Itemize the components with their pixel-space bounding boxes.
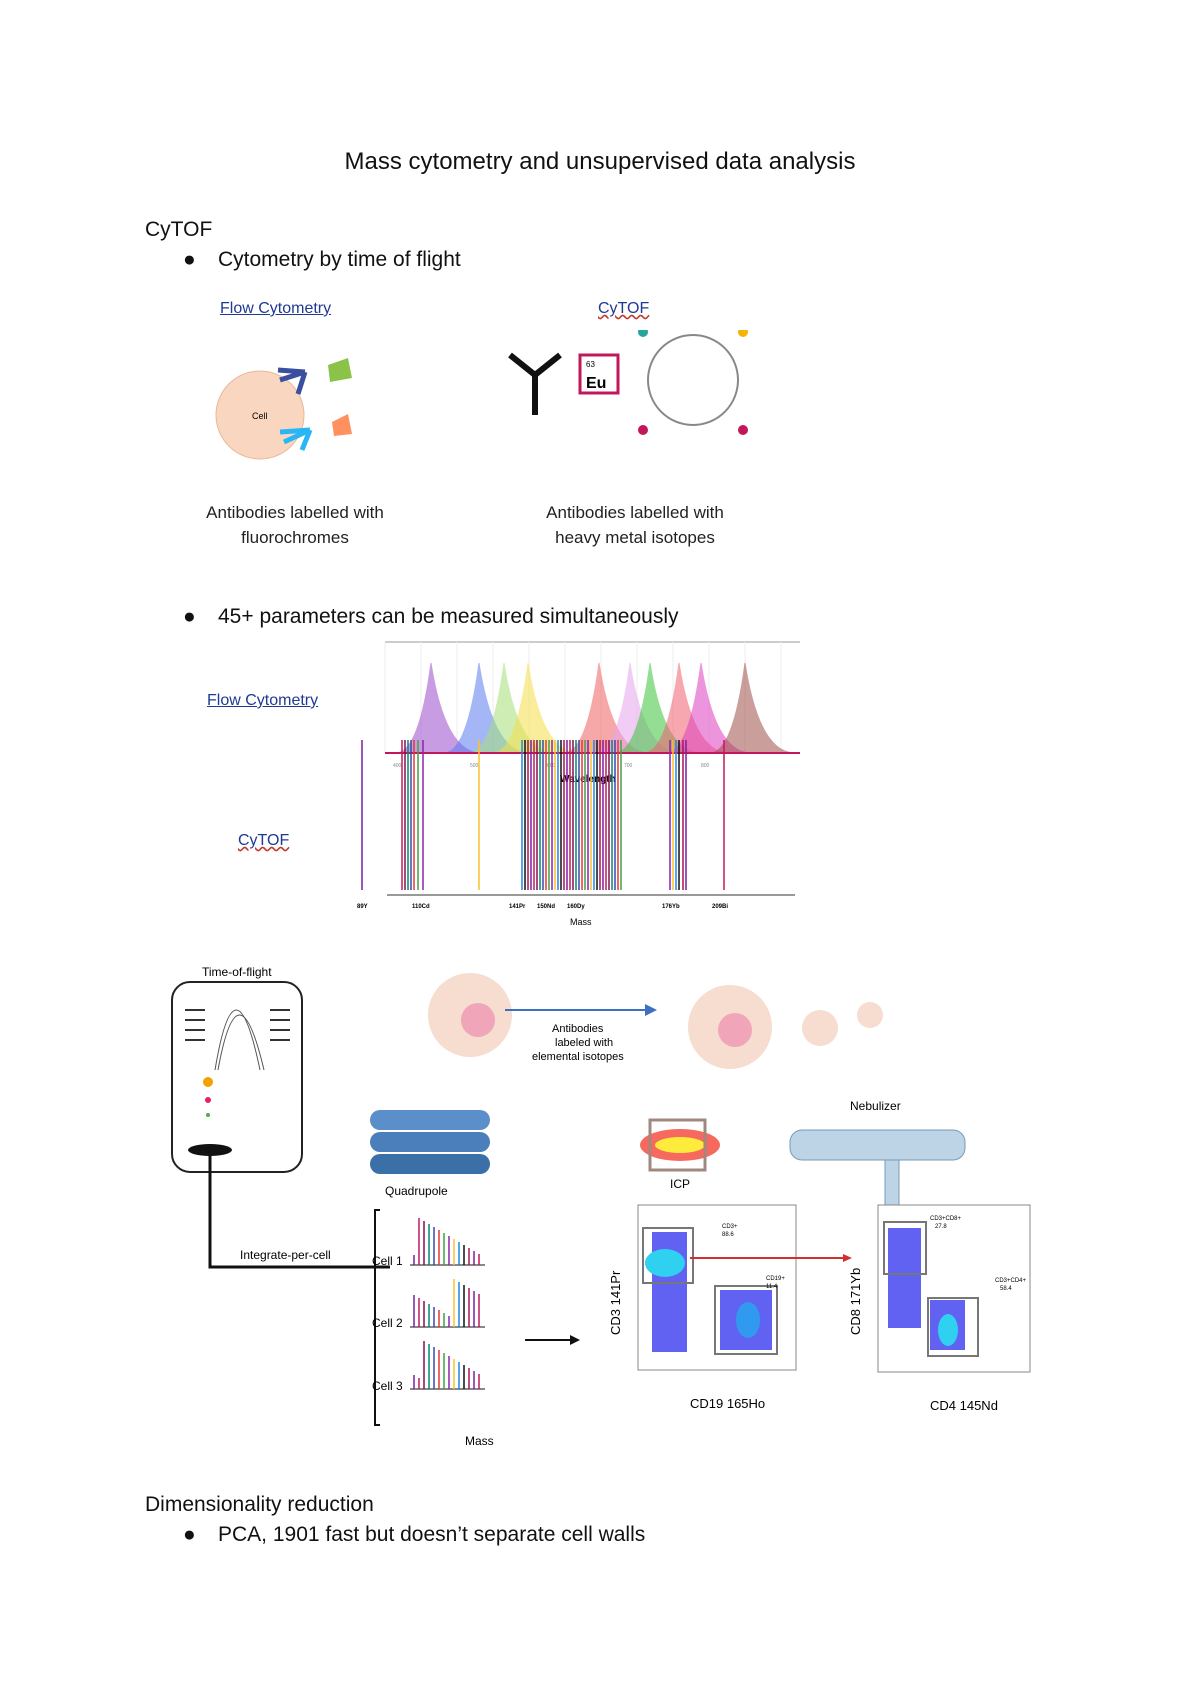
scatter-plot-cd3-cd19: CD3+ 88.6 CD19+ 11.4 CD19 165Ho CD3 141Pr [608, 1204, 852, 1411]
quadrupole-label: Quadrupole [385, 1184, 448, 1198]
nebulizer-icon [789, 1129, 966, 1206]
antibodies-label: Antibodies [552, 1023, 604, 1035]
mass-tick: 150Nd [537, 904, 555, 910]
cell-outline [647, 334, 739, 426]
quadrupole-icon [370, 1110, 490, 1174]
tof-label: Time-of-flight [202, 965, 272, 979]
wavelength-tick: 700 [624, 763, 633, 769]
cell-label: Cell 3 [372, 1379, 403, 1393]
cell-label: Cell 1 [372, 1254, 403, 1268]
isotope-dot-icon [638, 330, 648, 337]
caption-line: Antibodies labelled with [546, 503, 724, 522]
antibodies-label: elemental isotopes [532, 1051, 624, 1063]
gate-label: CD3+CD4+ [995, 1278, 1027, 1284]
element-symbol: Eu [586, 375, 606, 392]
mass-axis-label: Mass [570, 917, 592, 927]
figure2-flow-label: Flow Cytometry [207, 692, 319, 709]
element-box [578, 353, 620, 395]
figure1-illustration: Cell 63 Eu [215, 330, 748, 460]
x-axis-label: CD19 165Ho [690, 1396, 765, 1411]
figure1-left-caption: Antibodies labelled with fluorochromes [180, 500, 410, 550]
section-heading-cytof: CyTOF [145, 218, 213, 241]
isotope-dot-icon [638, 425, 648, 435]
isotope-dot-icon [738, 425, 748, 435]
figure2-cytof-label: CyTOF [238, 832, 290, 849]
bullet-icon: ● [183, 605, 196, 628]
gate-label: CD3+ [722, 1224, 738, 1230]
gate-value: 27.8 [935, 1224, 947, 1230]
mass-label: Mass [465, 1434, 494, 1448]
y-axis-label: CD3 141Pr [608, 1270, 623, 1335]
cell-label: Cell [252, 411, 268, 421]
mass-tick: 209Bi [712, 904, 728, 910]
gate-label: CD19+ [766, 1276, 785, 1282]
fluorochrome-orange-icon [332, 414, 352, 436]
mass-tick: 89Y [357, 904, 368, 910]
y-axis-label: CD8 171Yb [848, 1268, 863, 1335]
bullet-cytometry-tof: Cytometry by time of flight [218, 248, 461, 271]
figure1-flow-title: Flow Cytometry [220, 300, 332, 317]
cytof-workflow-figure: Time-of-flight Integrate-per-cell Quadru… [171, 965, 1031, 1448]
bullet-icon: ● [183, 1523, 196, 1546]
antibodies-label: labeled with [555, 1037, 613, 1049]
spectrum-peak [492, 662, 579, 754]
caption-line: heavy metal isotopes [555, 528, 715, 547]
scatter-plot-cd8-cd4: CD3+CD8+ 27.8 CD3+CD4+ 58.4 CD4 145Nd CD8 … [848, 1204, 1031, 1413]
wavelength-tick: 800 [701, 763, 710, 769]
figure1-right-caption: Antibodies labelled with heavy metal iso… [520, 500, 750, 550]
nebulizer-label: Nebulizer [850, 1099, 901, 1113]
integrate-label: Integrate-per-cell [240, 1248, 331, 1262]
bullet-parameters: 45+ parameters can be measured simultane… [218, 605, 679, 628]
icp-label: ICP [670, 1177, 690, 1191]
antibody-cyan-icon [279, 427, 313, 451]
x-axis-label: CD4 145Nd [930, 1398, 998, 1413]
mass-tick: 160Dy [567, 904, 585, 910]
cell-label: Cell 2 [372, 1316, 403, 1330]
bullet-icon: ● [183, 248, 196, 271]
cell-icon [215, 370, 305, 460]
isotope-dot-icon [738, 330, 748, 337]
arrow-right-icon [570, 1335, 580, 1345]
page-title: Mass cytometry and unsupervised data ana… [344, 148, 856, 175]
caption-line: Antibodies labelled with [206, 503, 384, 522]
fluorochrome-green-icon [328, 358, 352, 382]
mass-tick: 141Pr [509, 904, 526, 910]
gate-value: 58.4 [1000, 1286, 1012, 1292]
figure1-cytof-title: CyTOF [598, 300, 650, 317]
antibody-black-icon [508, 352, 562, 415]
antibody-blue-icon [277, 367, 308, 395]
section-heading-dimensionality: Dimensionality reduction [145, 1493, 374, 1516]
wavelength-tick: 500 [470, 763, 479, 769]
gate-value: 11.4 [766, 1284, 778, 1290]
arrow-right-icon [645, 1004, 657, 1016]
gate-label: CD3+CD8+ [930, 1216, 962, 1222]
bullet-pca: PCA, 1901 fast but doesn’t separate cell… [218, 1523, 646, 1546]
icp-torch-icon [640, 1118, 720, 1172]
caption-line: fluorochromes [241, 528, 349, 547]
mass-tick: 110Cd [412, 904, 430, 910]
wavelength-tick: 400 [393, 763, 402, 769]
mass-tick: 176Yb [662, 904, 680, 910]
element-number: 63 [586, 360, 595, 369]
gate-value: 88.6 [722, 1232, 734, 1238]
